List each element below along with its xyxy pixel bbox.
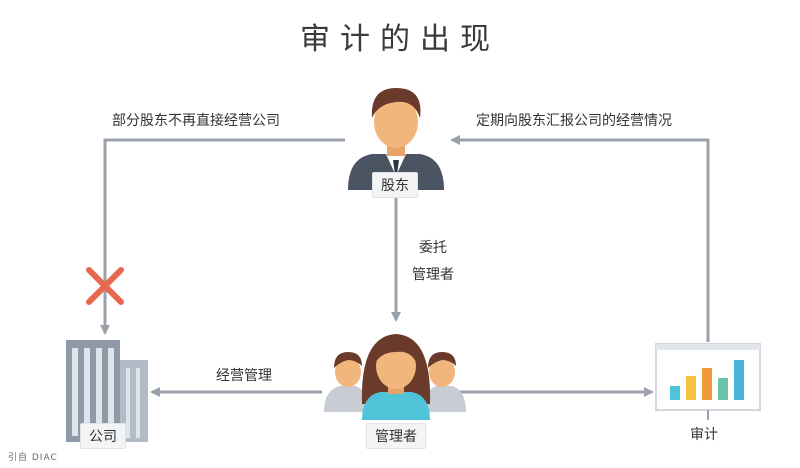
edge-label-report-to-shareholders: 定期向股东汇报公司的经营情况 [476,113,672,129]
arrow-audit-to-shareholder [450,135,710,342]
company-label: 公司 [80,423,126,449]
edge-label-operate-manage: 经营管理 [216,368,272,384]
manager-label: 管理者 [366,423,426,449]
source-footer: 引自 DIAC [8,453,58,463]
manager-group-icon [324,334,466,420]
edge-label-entrust-manager: 管理者 [412,267,454,283]
shareholder-label: 股东 [372,172,418,198]
edge-label-entrust: 委托 [419,240,447,256]
edge-label-no-direct-management: 部分股东不再直接经营公司 [112,113,280,129]
diagram-title: 审计的出现 [300,22,500,57]
arrow-shareholder-to-company [100,138,345,335]
audit-chart-icon [655,343,761,420]
cross-icon [86,267,124,305]
audit-label: 审计 [690,427,718,443]
